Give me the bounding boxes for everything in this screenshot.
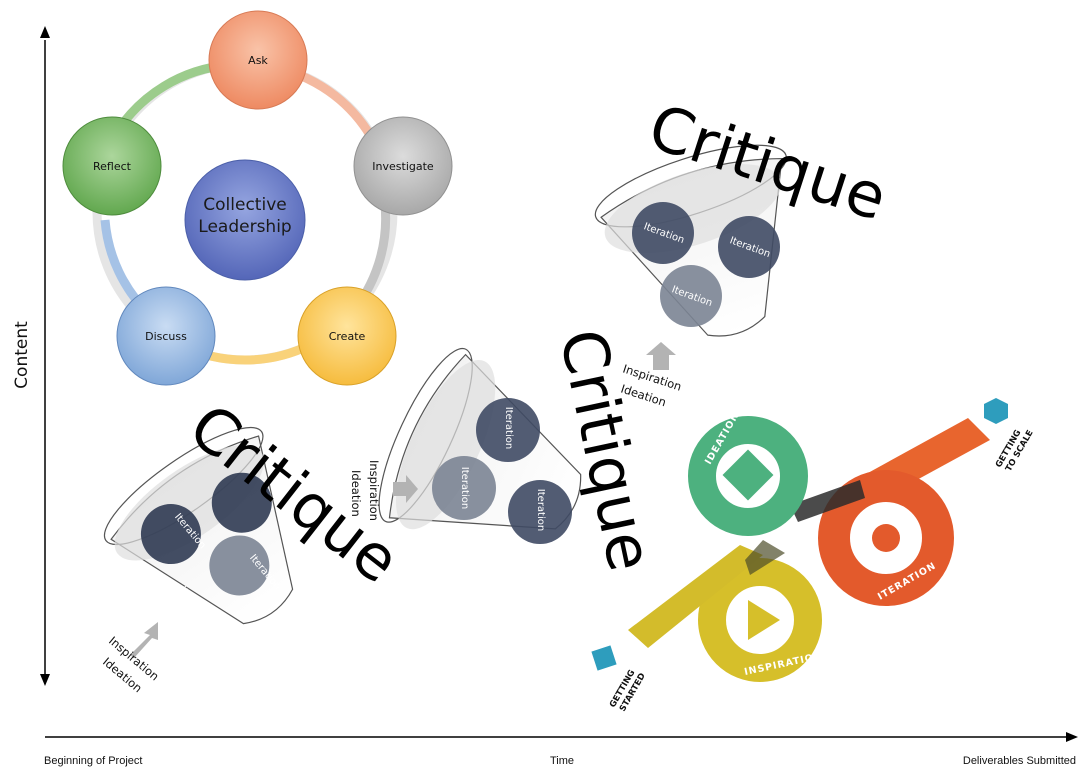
reflect-label: Reflect xyxy=(93,160,132,173)
funnel-1 xyxy=(103,426,294,625)
investigate-label: Investigate xyxy=(372,160,434,173)
ideation-ring xyxy=(688,416,808,536)
ask-label: Ask xyxy=(248,54,268,67)
critique-2: Critique xyxy=(545,323,667,577)
center-label-line1: Collective xyxy=(203,195,286,215)
design-thinking-cycle xyxy=(591,398,1008,682)
y-axis-title: Content xyxy=(12,321,32,389)
discuss-label: Discuss xyxy=(145,330,187,343)
funnel2-iteration-2: Iteration xyxy=(535,489,546,531)
create-node xyxy=(297,286,397,386)
arrow-1 xyxy=(130,622,158,658)
discuss-node xyxy=(116,286,216,386)
create-label: Create xyxy=(329,330,366,343)
x-axis-start-label: Beginning of Project xyxy=(44,755,142,767)
iteration-ring xyxy=(818,470,954,606)
investigate-node xyxy=(353,116,453,216)
ask-node xyxy=(208,10,308,110)
x-axis-title: Time xyxy=(550,755,574,767)
x-axis xyxy=(45,732,1078,742)
arrow-3 xyxy=(646,342,676,370)
center-label-line2: Leadership xyxy=(198,217,291,237)
arrow-2 xyxy=(393,475,418,503)
x-axis-end-label: Deliverables Submitted xyxy=(963,755,1076,767)
inspiration-ring xyxy=(698,558,822,682)
funnel2-iteration-1: Iteration xyxy=(503,407,514,449)
reflect-node xyxy=(62,116,162,216)
funnel2-inspiration: Inspiration xyxy=(367,460,381,521)
y-axis xyxy=(40,26,50,686)
center-node xyxy=(184,159,306,281)
funnel2-ideation: Ideation xyxy=(349,470,363,517)
funnel2-iteration-3: Iteration xyxy=(459,467,470,509)
leadership-cycle: Collective Leadership Ask Investigate Cr… xyxy=(62,10,453,386)
